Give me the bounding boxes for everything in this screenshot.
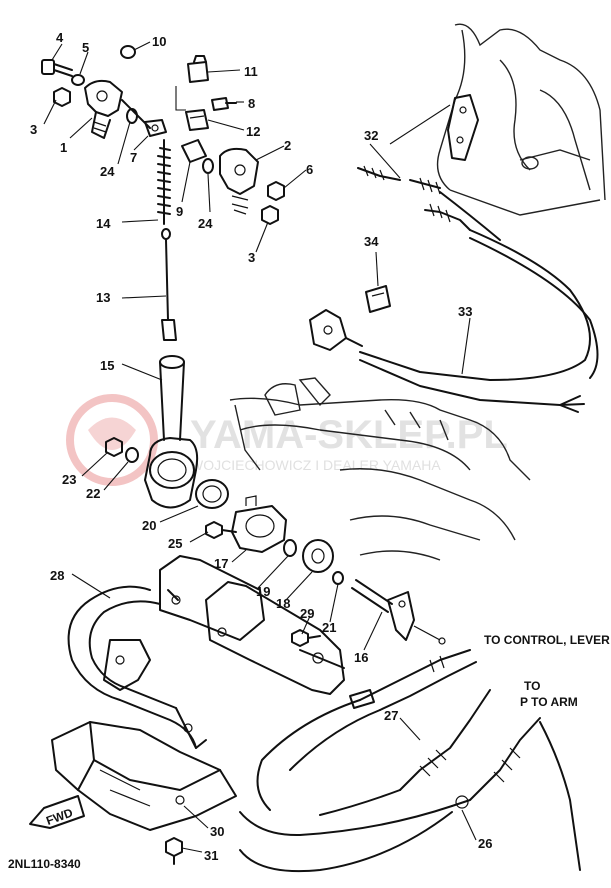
callout-34: 34 (364, 234, 379, 249)
callout-16: 16 (354, 650, 368, 665)
callout-21: 21 (322, 620, 336, 635)
callout-2: 2 (284, 138, 291, 153)
part-22-washer (125, 447, 139, 463)
part-19-ring (283, 539, 297, 557)
part-24-collar-right (202, 158, 214, 174)
part-13-rod (161, 228, 177, 341)
callout-23: 23 (62, 472, 76, 487)
part-18-washer (302, 539, 334, 573)
callout-33: 33 (458, 304, 472, 319)
watermark-subtitle: WOJCIECHOWICZ I DEALER YAMAHA (190, 457, 441, 473)
note-pto-arm: P TO ARM (520, 695, 578, 709)
part-4-bolt (41, 59, 73, 77)
callout-11: 11 (244, 64, 258, 79)
callout-28: 28 (50, 568, 64, 583)
callout-22: 22 (86, 486, 100, 501)
part-21-clip (332, 571, 344, 585)
part-9-collar (181, 139, 207, 163)
leader-lines (43, 41, 477, 853)
note-pto-to: TO (524, 679, 540, 693)
part-6-nut (267, 181, 285, 201)
callout-3-left: 3 (30, 122, 37, 137)
callout-3-right: 3 (248, 250, 255, 265)
part-23-nut (105, 437, 123, 457)
engine-mount-brackets (159, 555, 345, 695)
callout-8: 8 (248, 96, 255, 111)
callout-6: 6 (306, 162, 313, 177)
callout-12: 12 (246, 124, 260, 139)
callout-18: 18 (276, 596, 290, 611)
part-20-seal (195, 479, 229, 509)
callout-9: 9 (176, 204, 183, 219)
part-28-frame (67, 585, 207, 749)
engine-block-outline (229, 377, 531, 561)
watermark-logo-ring (66, 394, 158, 486)
part-3-bolt-right (261, 205, 279, 225)
callout-13: 13 (96, 290, 110, 305)
part-31-bolt (165, 837, 183, 865)
callout-14: 14 (96, 216, 111, 231)
callout-24-right: 24 (198, 216, 213, 231)
part-15-shift-lever (144, 355, 199, 509)
callout-25: 25 (168, 536, 182, 551)
engine-outline (436, 23, 606, 216)
part-3-nut (53, 87, 71, 107)
callout-10: 10 (152, 34, 166, 49)
callout-27: 27 (384, 708, 398, 723)
callout-29: 29 (300, 606, 314, 621)
fwd-arrow-icon: FWD (29, 795, 85, 829)
callout-20: 20 (142, 518, 156, 533)
callout-31: 31 (204, 848, 218, 863)
part-26-cable (239, 717, 581, 873)
part-33-cable (359, 229, 599, 413)
part-30-tray (51, 721, 237, 831)
bracket-line (175, 86, 186, 111)
callout-1: 1 (60, 140, 67, 155)
destination-notes: TO CONTROL, LEVER ASS'Y 2 TO P TO ARM 2N… (8, 633, 611, 871)
part-17-housing (231, 495, 287, 553)
part-27-cable (256, 649, 491, 816)
part-32-cable (357, 165, 501, 241)
callout-26: 26 (478, 836, 492, 851)
part-12-clip (185, 109, 209, 131)
callout-24-left: 24 (100, 164, 115, 179)
part-5-washer (71, 74, 85, 86)
callout-4: 4 (56, 30, 64, 45)
diagram-code: 2NL110-8340 (8, 857, 81, 871)
callout-5: 5 (82, 40, 89, 55)
part-14-spring (157, 139, 171, 225)
watermark-logo-mark (88, 417, 136, 450)
part-8-screw (211, 97, 237, 111)
part-34-clip (365, 285, 391, 313)
callout-30: 30 (210, 824, 224, 839)
part-29-bolt (291, 629, 321, 647)
part-16-shaft (351, 579, 446, 645)
callout-15: 15 (100, 358, 114, 373)
cable-lever (309, 309, 363, 351)
callout-32: 32 (364, 128, 378, 143)
callout-17: 17 (214, 556, 228, 571)
part-7-joint (144, 119, 167, 137)
note-control-lever: TO CONTROL, LEVER ASS'Y 2 (484, 633, 611, 647)
part-1-bracket (84, 79, 123, 139)
callout-19: 19 (256, 584, 270, 599)
watermark-brand: YAMA-SKLEP.PL (190, 413, 508, 457)
part-10-washer (120, 45, 136, 59)
part-11-retainer (187, 55, 209, 83)
callout-7: 7 (130, 150, 137, 165)
callouts: 4 5 3 1 10 11 8 12 2 6 3 24 7 9 24 14 13… (30, 30, 492, 863)
part-25-bolt (205, 521, 237, 539)
part-2-bracket (219, 147, 259, 215)
